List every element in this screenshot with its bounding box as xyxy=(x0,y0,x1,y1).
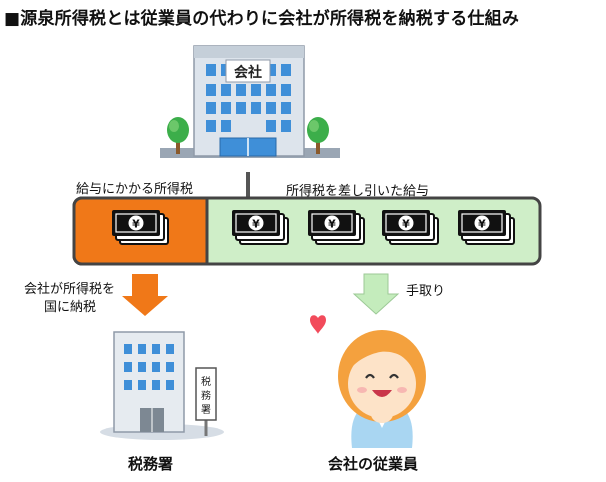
page-title: ■源泉所得税とは従業員の代わりに会社が所得税を納税する仕組み xyxy=(4,9,520,29)
yen-bundle-icon xyxy=(111,209,169,245)
tax-office-caption: 税務署 xyxy=(128,455,174,473)
yen-bundle-icon xyxy=(231,209,289,245)
take-home-label: 手取り xyxy=(406,284,446,299)
employee-caption: 会社の従業員 xyxy=(328,455,419,473)
net-salary-label: 所得税を差し引いた給与 xyxy=(286,184,430,199)
company-pays-label-line2: 国に納税 xyxy=(44,300,97,315)
heart-icon xyxy=(310,315,326,334)
green-down-arrow xyxy=(352,273,400,315)
tax-office-sign-2: 務 xyxy=(201,389,211,402)
yen-bundle-icon xyxy=(457,209,515,245)
yen-bundle-icon xyxy=(307,209,365,245)
tax-portion-label: 給与にかかる所得税 xyxy=(76,182,194,197)
company-building xyxy=(160,45,340,158)
yen-bundle-icon xyxy=(381,209,439,245)
orange-down-arrow xyxy=(122,274,168,316)
company-pays-label-line1: 会社が所得税を xyxy=(24,282,116,297)
tax-office-building xyxy=(100,331,224,440)
employee-character xyxy=(310,315,426,448)
company-sign: 会社 xyxy=(234,64,262,81)
tax-office-sign-1: 税 xyxy=(201,375,211,388)
tax-office-sign-3: 署 xyxy=(201,404,211,416)
